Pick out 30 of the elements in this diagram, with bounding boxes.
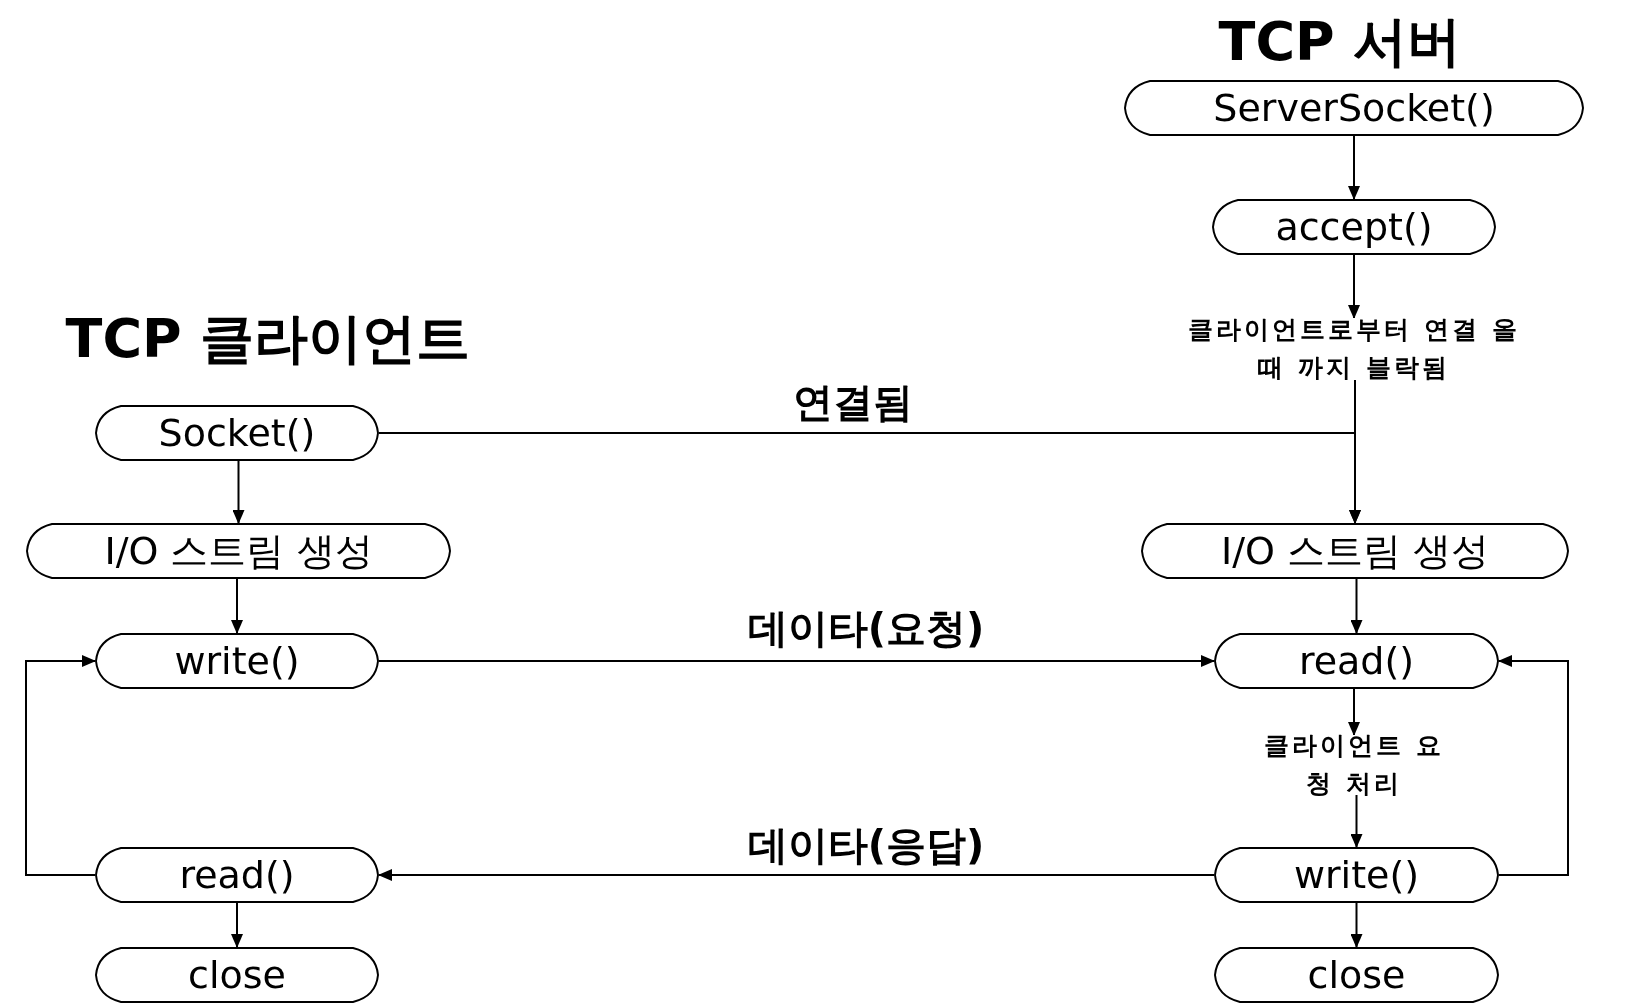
- terminal-shape: close: [95, 947, 379, 1003]
- arrow: [378, 432, 1361, 524]
- server-heading: TCP 서버: [1218, 9, 1462, 75]
- edge-label: 데이타(응답): [747, 821, 985, 870]
- terminal-shape: read(): [95, 847, 379, 903]
- terminal-shape: ServerSocket(): [1124, 80, 1584, 136]
- terminal-shape: read(): [1214, 633, 1499, 689]
- arrow: [231, 902, 243, 948]
- arrow: [1350, 794, 1363, 848]
- terminal-shape: write(): [1214, 847, 1499, 903]
- arrow: [1350, 578, 1363, 634]
- arrow: [231, 578, 243, 634]
- edge-label: 데이타(요청): [747, 604, 985, 653]
- arrow: [378, 655, 1215, 667]
- edge-label: 연결됨: [793, 378, 913, 427]
- client-heading: TCP 클라이언트: [65, 306, 471, 372]
- arrow: [1498, 655, 1569, 876]
- terminal-shape: close: [1214, 947, 1499, 1003]
- terminal-shape: I/O 스트림 생성: [26, 523, 451, 579]
- terminal-shape: Socket(): [95, 405, 379, 461]
- arrow: [25, 655, 96, 876]
- arrow: [1350, 902, 1363, 948]
- arrow: [1348, 688, 1360, 736]
- terminal-shape: accept(): [1212, 199, 1496, 255]
- terminal-shape: write(): [95, 633, 379, 689]
- arrow: [1348, 135, 1360, 200]
- terminal-shape: I/O 스트림 생성: [1141, 523, 1569, 579]
- arrow: [378, 869, 1215, 881]
- arrow: [1348, 254, 1360, 319]
- arrow: [232, 460, 245, 524]
